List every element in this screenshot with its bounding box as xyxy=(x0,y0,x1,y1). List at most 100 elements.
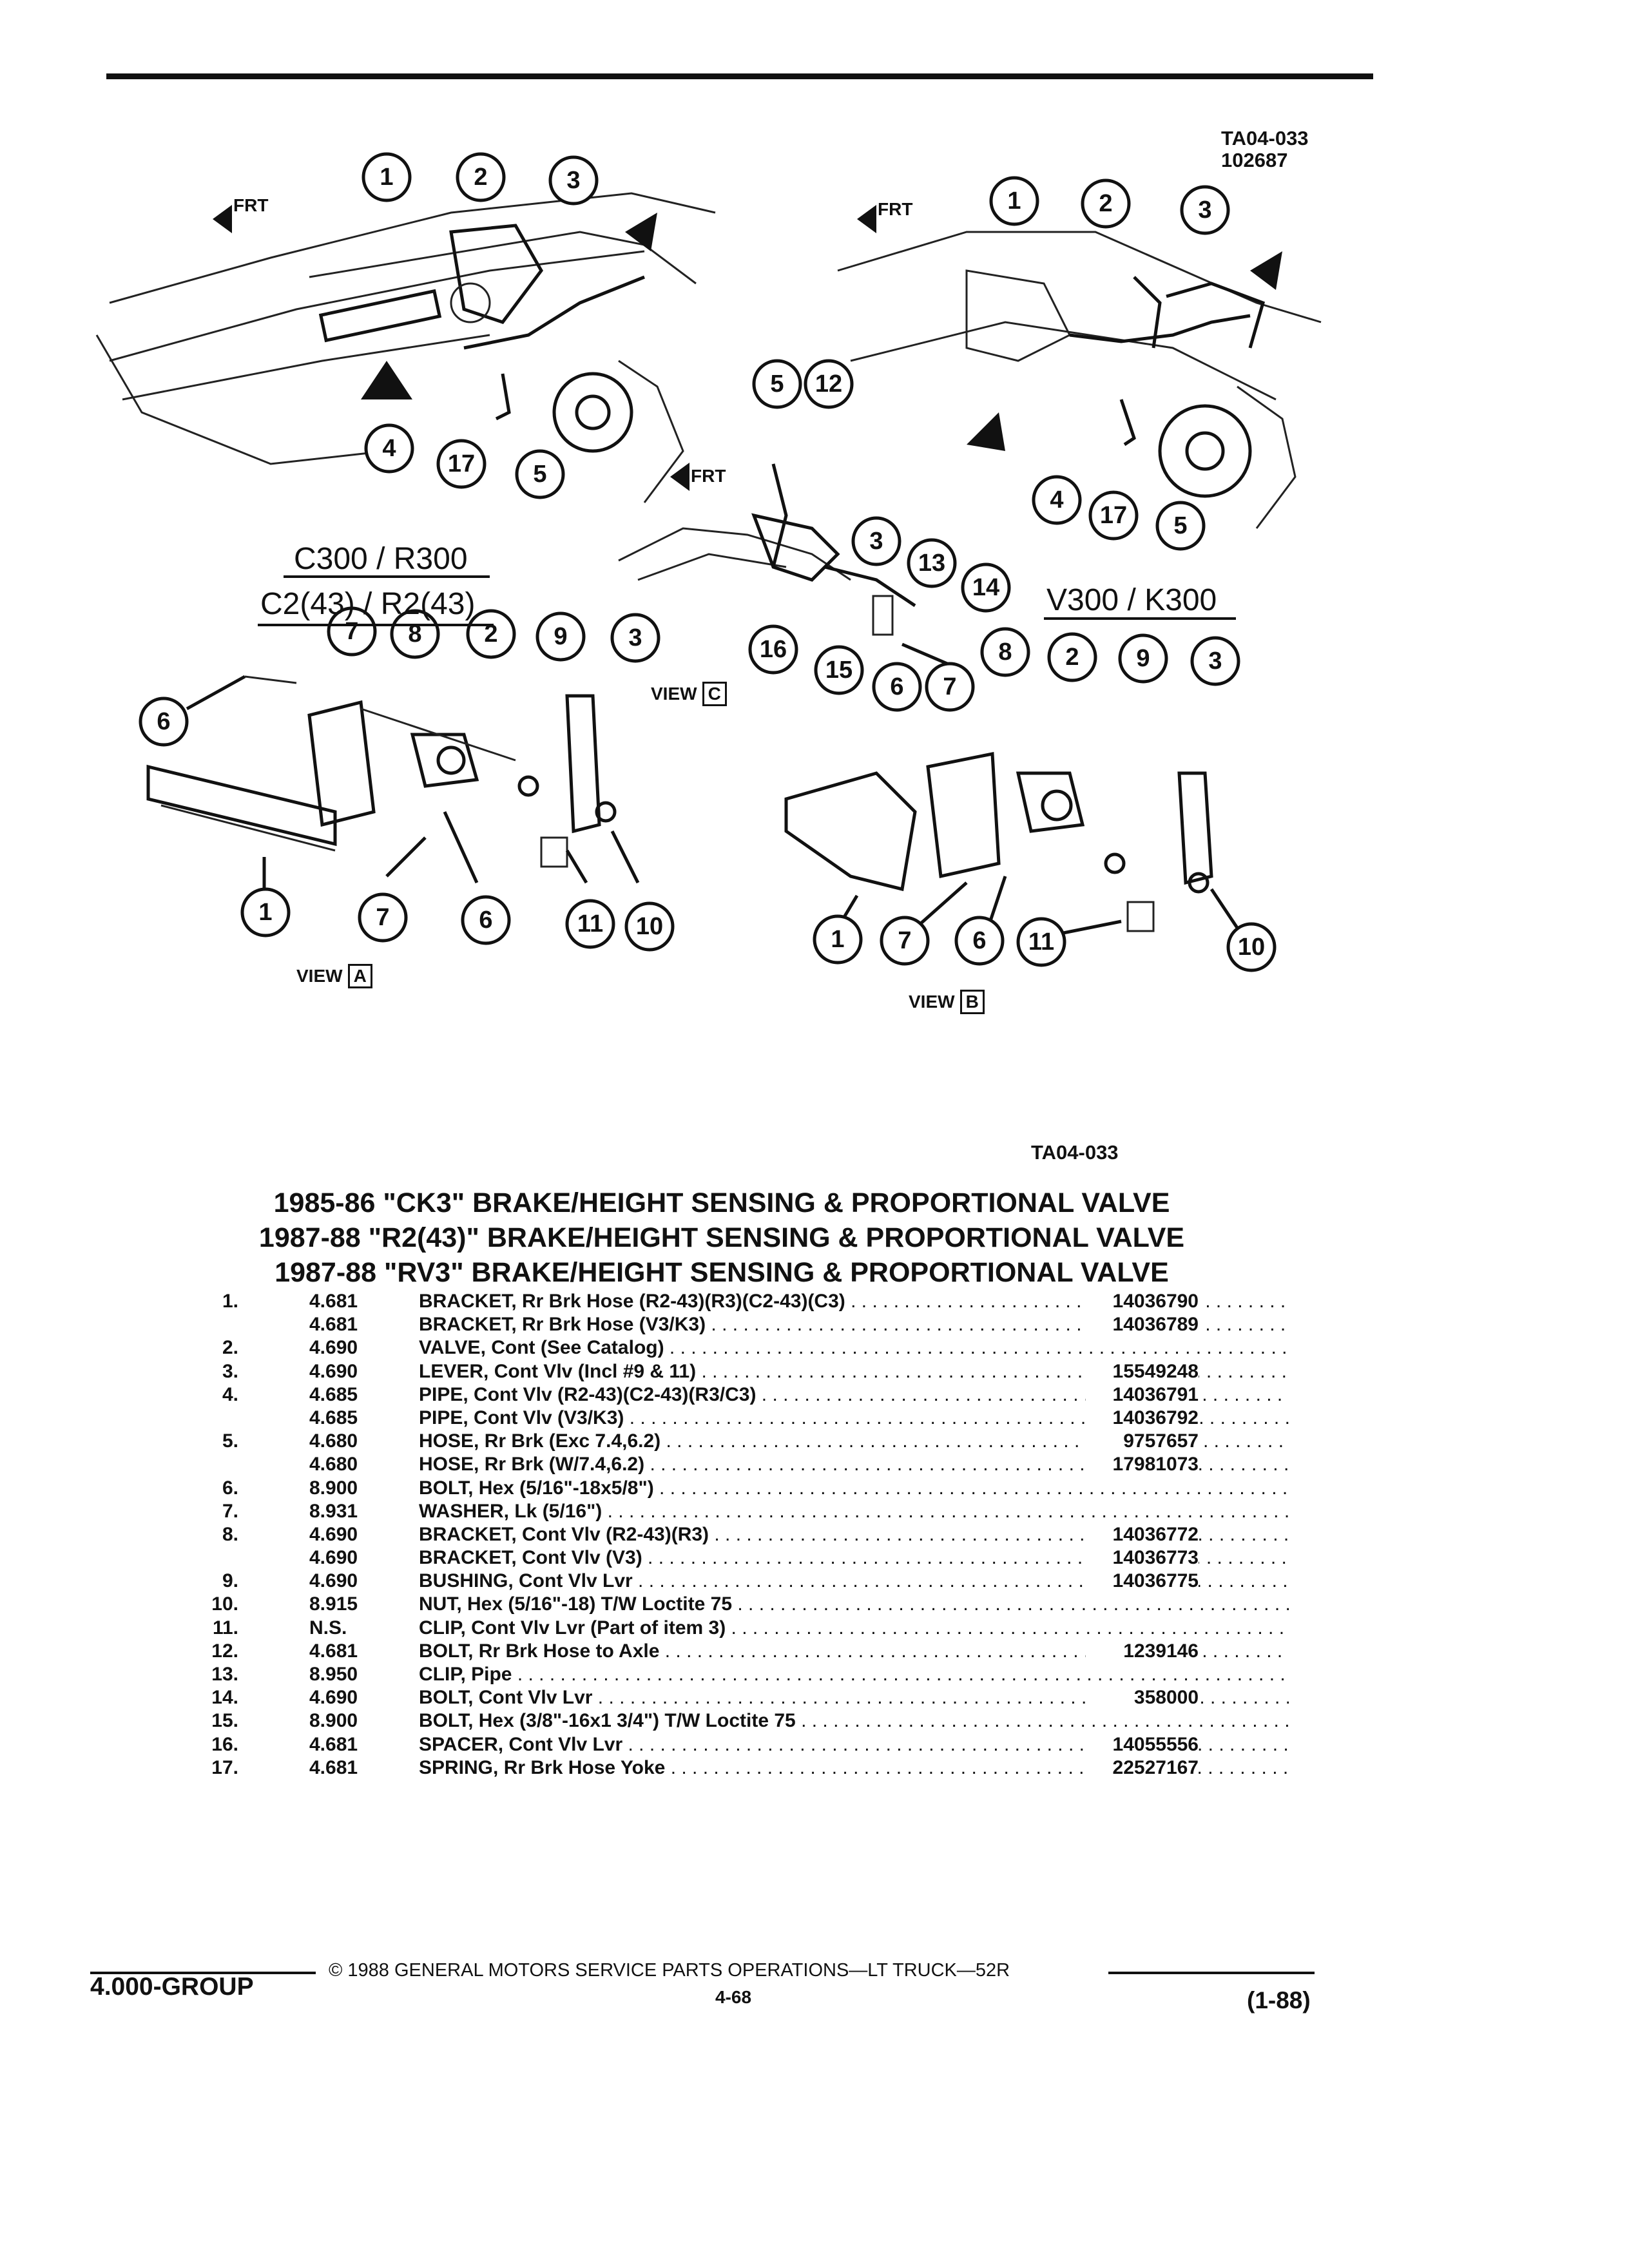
exploded-view-b xyxy=(784,751,1239,936)
svg-text:15: 15 xyxy=(825,657,853,684)
callout-6-vb-bot: 6 xyxy=(954,916,1005,966)
callout-17-a: 17 xyxy=(436,439,487,489)
callout-13-c: 13 xyxy=(907,538,957,588)
part-description: HOSE, Rr Brk (Exc 7.4,6.2) xyxy=(419,1430,1289,1453)
svg-text:3: 3 xyxy=(1208,648,1222,675)
group-number: 8.900 xyxy=(309,1477,358,1499)
part-number: 9757657 xyxy=(1086,1430,1199,1454)
arrow-c-right-icon xyxy=(1250,251,1282,290)
svg-text:14: 14 xyxy=(972,574,999,601)
svg-text:7: 7 xyxy=(345,618,358,645)
part-row: 11.N.S.CLIP, Cont Vlv Lvr (Part of item … xyxy=(193,1617,1199,1640)
view-b-box: B xyxy=(959,990,985,1014)
figure-id: TA04-033 xyxy=(1221,127,1309,149)
part-description: SPACER, Cont Vlv Lvr xyxy=(419,1733,1289,1756)
callout-2-b: 2 xyxy=(1081,178,1131,229)
part-description: PIPE, Cont Vlv (V3/K3) xyxy=(419,1407,1289,1430)
part-number-index: 15. xyxy=(211,1710,238,1732)
svg-text:4: 4 xyxy=(382,435,396,462)
group-number: 4.681 xyxy=(309,1291,358,1312)
frt-arrow-a-icon xyxy=(213,205,232,233)
part-description: BOLT, Hex (5/16"-18x5/8") xyxy=(419,1477,1289,1500)
part-number: 14036789 xyxy=(1086,1313,1199,1337)
part-number-index: 9. xyxy=(222,1570,238,1592)
part-description: BOLT, Rr Brk Hose to Axle xyxy=(419,1640,1289,1663)
part-number: 358000 xyxy=(1086,1686,1199,1710)
svg-text:2: 2 xyxy=(474,164,487,191)
callout-7-va-bot: 7 xyxy=(358,892,408,943)
svg-text:3: 3 xyxy=(1198,197,1211,224)
callout-1-b: 1 xyxy=(989,176,1039,226)
svg-text:6: 6 xyxy=(479,907,492,934)
callout-2-vb: 2 xyxy=(1047,632,1097,682)
callout-2-va: 2 xyxy=(466,609,516,659)
svg-text:11: 11 xyxy=(577,910,603,937)
section-title-line: 1987-88 "R2(43)" BRAKE/HEIGHT SENSING & … xyxy=(258,1222,1185,1253)
footer-rule-left xyxy=(90,1972,316,1974)
svg-text:5: 5 xyxy=(533,461,546,488)
callout-1-va: 1 xyxy=(240,887,291,937)
svg-text:5: 5 xyxy=(770,370,784,398)
frt-arrow-b-icon xyxy=(857,205,876,233)
svg-text:17: 17 xyxy=(1100,502,1127,529)
callout-4-a: 4 xyxy=(364,423,414,474)
part-description: SPRING, Rr Brk Hose Yoke xyxy=(419,1756,1289,1780)
svg-text:6: 6 xyxy=(890,673,903,700)
group-number: 4.681 xyxy=(309,1733,358,1755)
svg-text:2: 2 xyxy=(1065,644,1079,671)
part-number-index: 2. xyxy=(222,1337,238,1359)
figure-caption: TA04-033 xyxy=(1031,1141,1119,1164)
view-c-box: C xyxy=(702,682,727,706)
part-number-index: 16. xyxy=(211,1733,238,1755)
figure-date: 102687 xyxy=(1221,149,1288,171)
svg-text:6: 6 xyxy=(157,708,170,735)
part-number-index: 4. xyxy=(222,1383,238,1405)
detail-view-c xyxy=(618,463,948,666)
callout-1-a: 1 xyxy=(361,152,412,202)
part-description: PIPE, Cont Vlv (R2-43)(C2-43)(R3/C3) xyxy=(419,1383,1289,1407)
group-number: 4.690 xyxy=(309,1547,358,1569)
group-number: 8.915 xyxy=(309,1593,358,1615)
part-number: 15549248 xyxy=(1086,1360,1199,1383)
svg-text:2: 2 xyxy=(484,620,497,648)
part-number: 14036773 xyxy=(1086,1546,1199,1570)
callout-7-vb-bot: 7 xyxy=(880,916,930,966)
frt-arrow-c-icon xyxy=(670,463,689,491)
exploded-view-a xyxy=(146,675,640,896)
part-description: BOLT, Cont Vlv Lvr xyxy=(419,1686,1289,1709)
frt-label-a: FRT xyxy=(233,195,269,215)
svg-text:3: 3 xyxy=(628,624,642,651)
frt-label-c: FRT xyxy=(691,466,726,486)
svg-text:8: 8 xyxy=(408,620,421,648)
svg-text:7: 7 xyxy=(943,673,956,700)
callout-14-c: 14 xyxy=(961,562,1011,613)
part-number: 14036772 xyxy=(1086,1523,1199,1546)
svg-text:13: 13 xyxy=(918,550,945,577)
callout-8-vb: 8 xyxy=(980,627,1030,677)
part-number: 14055556 xyxy=(1086,1733,1199,1756)
footer-date-code: (1-88) xyxy=(1247,1987,1311,2013)
callout-3-c: 3 xyxy=(851,516,901,566)
svg-text:8: 8 xyxy=(998,639,1012,666)
part-description: BOLT, Hex (3/8"-16x1 3/4") T/W Loctite 7… xyxy=(419,1709,1289,1733)
part-number-index: 5. xyxy=(222,1430,238,1452)
callout-5-a: 5 xyxy=(515,449,565,499)
section-heading: 1985-86 "CK3" BRAKE/HEIGHT SENSING & PRO… xyxy=(161,1186,1282,1290)
callout-9-vb: 9 xyxy=(1118,633,1168,684)
svg-text:12: 12 xyxy=(815,370,842,398)
page-number: 4-68 xyxy=(715,1987,752,2007)
section-title-line: 1985-86 "CK3" BRAKE/HEIGHT SENSING & PRO… xyxy=(273,1187,1170,1218)
part-number-index: 1. xyxy=(222,1291,238,1312)
model-label-c300-r300: C300 / R300 xyxy=(294,542,468,576)
